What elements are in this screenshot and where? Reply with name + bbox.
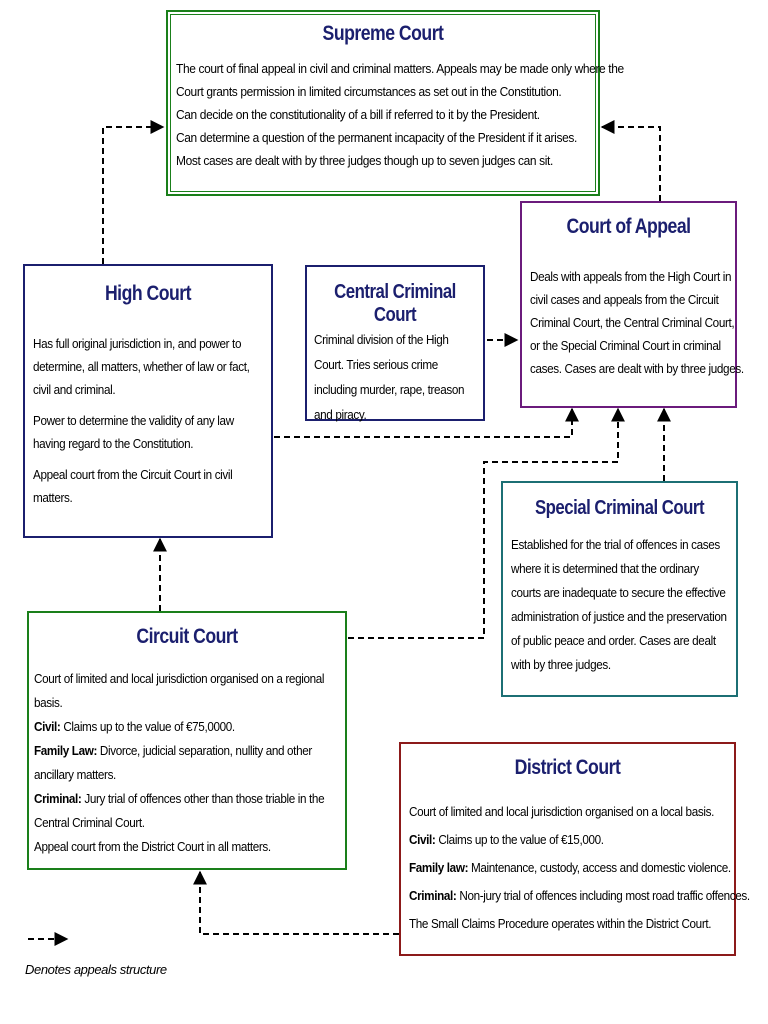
appeal-line-5: cases. Cases are dealt with by three jud… xyxy=(530,361,744,376)
circuit-intro: Court of limited and local jurisdiction … xyxy=(34,671,325,710)
district-family-text: Maintenance, custody, access and domesti… xyxy=(468,860,731,875)
district-criminal: Criminal: Non-jury trial of offences inc… xyxy=(409,882,750,910)
supreme-line-5: Most cases are dealt with by three judge… xyxy=(176,153,553,168)
arrow-circuit-to-appeal xyxy=(348,407,625,639)
circuit-civil-label: Civil: xyxy=(34,719,61,734)
circuit-court-title: Circuit Court xyxy=(136,625,238,648)
district-court-title: District Court xyxy=(514,756,621,779)
district-criminal-text: Non-jury trial of offences including mos… xyxy=(456,888,750,903)
circuit-criminal-label: Criminal: xyxy=(34,791,82,806)
supreme-line-4: Can determine a question of the permanen… xyxy=(176,130,577,145)
high-court-para-1: Has full original jurisdiction in, and p… xyxy=(33,336,250,397)
high-court-box: High Court Has full original jurisdictio… xyxy=(23,264,273,538)
central-criminal-court-description: Criminal division of the High Court. Tri… xyxy=(314,332,465,422)
arrow-appeal-to-supreme xyxy=(600,120,661,201)
central-criminal-court-box: Central Criminal Court Criminal division… xyxy=(305,265,485,422)
high-court-title: High Court xyxy=(104,282,192,305)
district-court-description: Court of limited and local jurisdiction … xyxy=(409,798,750,938)
high-court-para-2: Power to determine the validity of any l… xyxy=(33,413,234,451)
circuit-court-box: Circuit Court Court of limited and local… xyxy=(27,611,347,870)
supreme-court-description: The court of final appeal in civil and c… xyxy=(176,57,624,172)
court-of-appeal-title: Court of Appeal xyxy=(566,215,691,238)
circuit-criminal-text: Jury trial of offences other than those … xyxy=(34,791,325,830)
circuit-appeal: Appeal court from the District Court in … xyxy=(34,839,271,854)
special-criminal-court-box: Special Criminal Court Established for t… xyxy=(501,481,738,697)
appeal-line-3: Criminal Court, the Central Criminal Cou… xyxy=(530,315,735,330)
arrow-district-to-circuit xyxy=(193,870,399,935)
supreme-line-2: Court grants permission in limited circu… xyxy=(176,84,562,99)
circuit-family-label: Family Law: xyxy=(34,743,98,758)
legend-label: Denotes appeals structure xyxy=(25,962,167,977)
appeal-line-4: or the Special Criminal Court in crimina… xyxy=(530,338,721,353)
court-of-appeal-description: Deals with appeals from the High Court i… xyxy=(530,265,744,380)
district-small-claims: The Small Claims Procedure operates with… xyxy=(409,916,712,931)
circuit-civil: Civil: Claims up to the value of €75,000… xyxy=(34,715,342,739)
circuit-court-description: Court of limited and local jurisdiction … xyxy=(34,667,342,859)
supreme-line-1: The court of final appeal in civil and c… xyxy=(176,61,624,76)
circuit-civil-text: Claims up to the value of €75,0000. xyxy=(60,719,235,734)
district-civil-label: Civil: xyxy=(409,832,436,847)
supreme-line-3: Can decide on the constitutionality of a… xyxy=(176,107,540,122)
appeal-line-1: Deals with appeals from the High Court i… xyxy=(530,269,732,284)
special-criminal-court-title: Special Criminal Court xyxy=(534,497,705,519)
circuit-family: Family Law: Divorce, judicial separation… xyxy=(34,739,342,787)
court-of-appeal-box: Court of Appeal Deals with appeals from … xyxy=(520,201,744,408)
arrow-high-to-supreme xyxy=(102,120,165,264)
district-intro: Court of limited and local jurisdiction … xyxy=(409,804,714,819)
district-criminal-label: Criminal: xyxy=(409,888,457,903)
appeal-line-2: civil cases and appeals from the Circuit xyxy=(530,292,719,307)
supreme-court-box: Supreme Court The court of final appeal … xyxy=(166,10,624,196)
circuit-criminal: Criminal: Jury trial of offences other t… xyxy=(34,787,342,835)
supreme-court-title: Supreme Court xyxy=(322,22,444,45)
special-criminal-court-description: Established for the trial of offences in… xyxy=(511,537,727,672)
district-civil: Civil: Claims up to the value of €15,000… xyxy=(409,826,729,854)
district-court-box: District Court Court of limited and loca… xyxy=(399,742,750,956)
district-civil-text: Claims up to the value of €15,000. xyxy=(435,832,604,847)
district-family-label: Family law: xyxy=(409,860,469,875)
district-family: Family law: Maintenance, custody, access… xyxy=(409,854,731,882)
high-court-description: Has full original jurisdiction in, and p… xyxy=(33,332,265,509)
circuit-family-text: Divorce, judicial separation, nullity an… xyxy=(34,743,312,782)
central-criminal-court-title: Central Criminal Court xyxy=(334,281,456,326)
high-court-para-3: Appeal court from the Circuit Court in c… xyxy=(33,467,233,505)
